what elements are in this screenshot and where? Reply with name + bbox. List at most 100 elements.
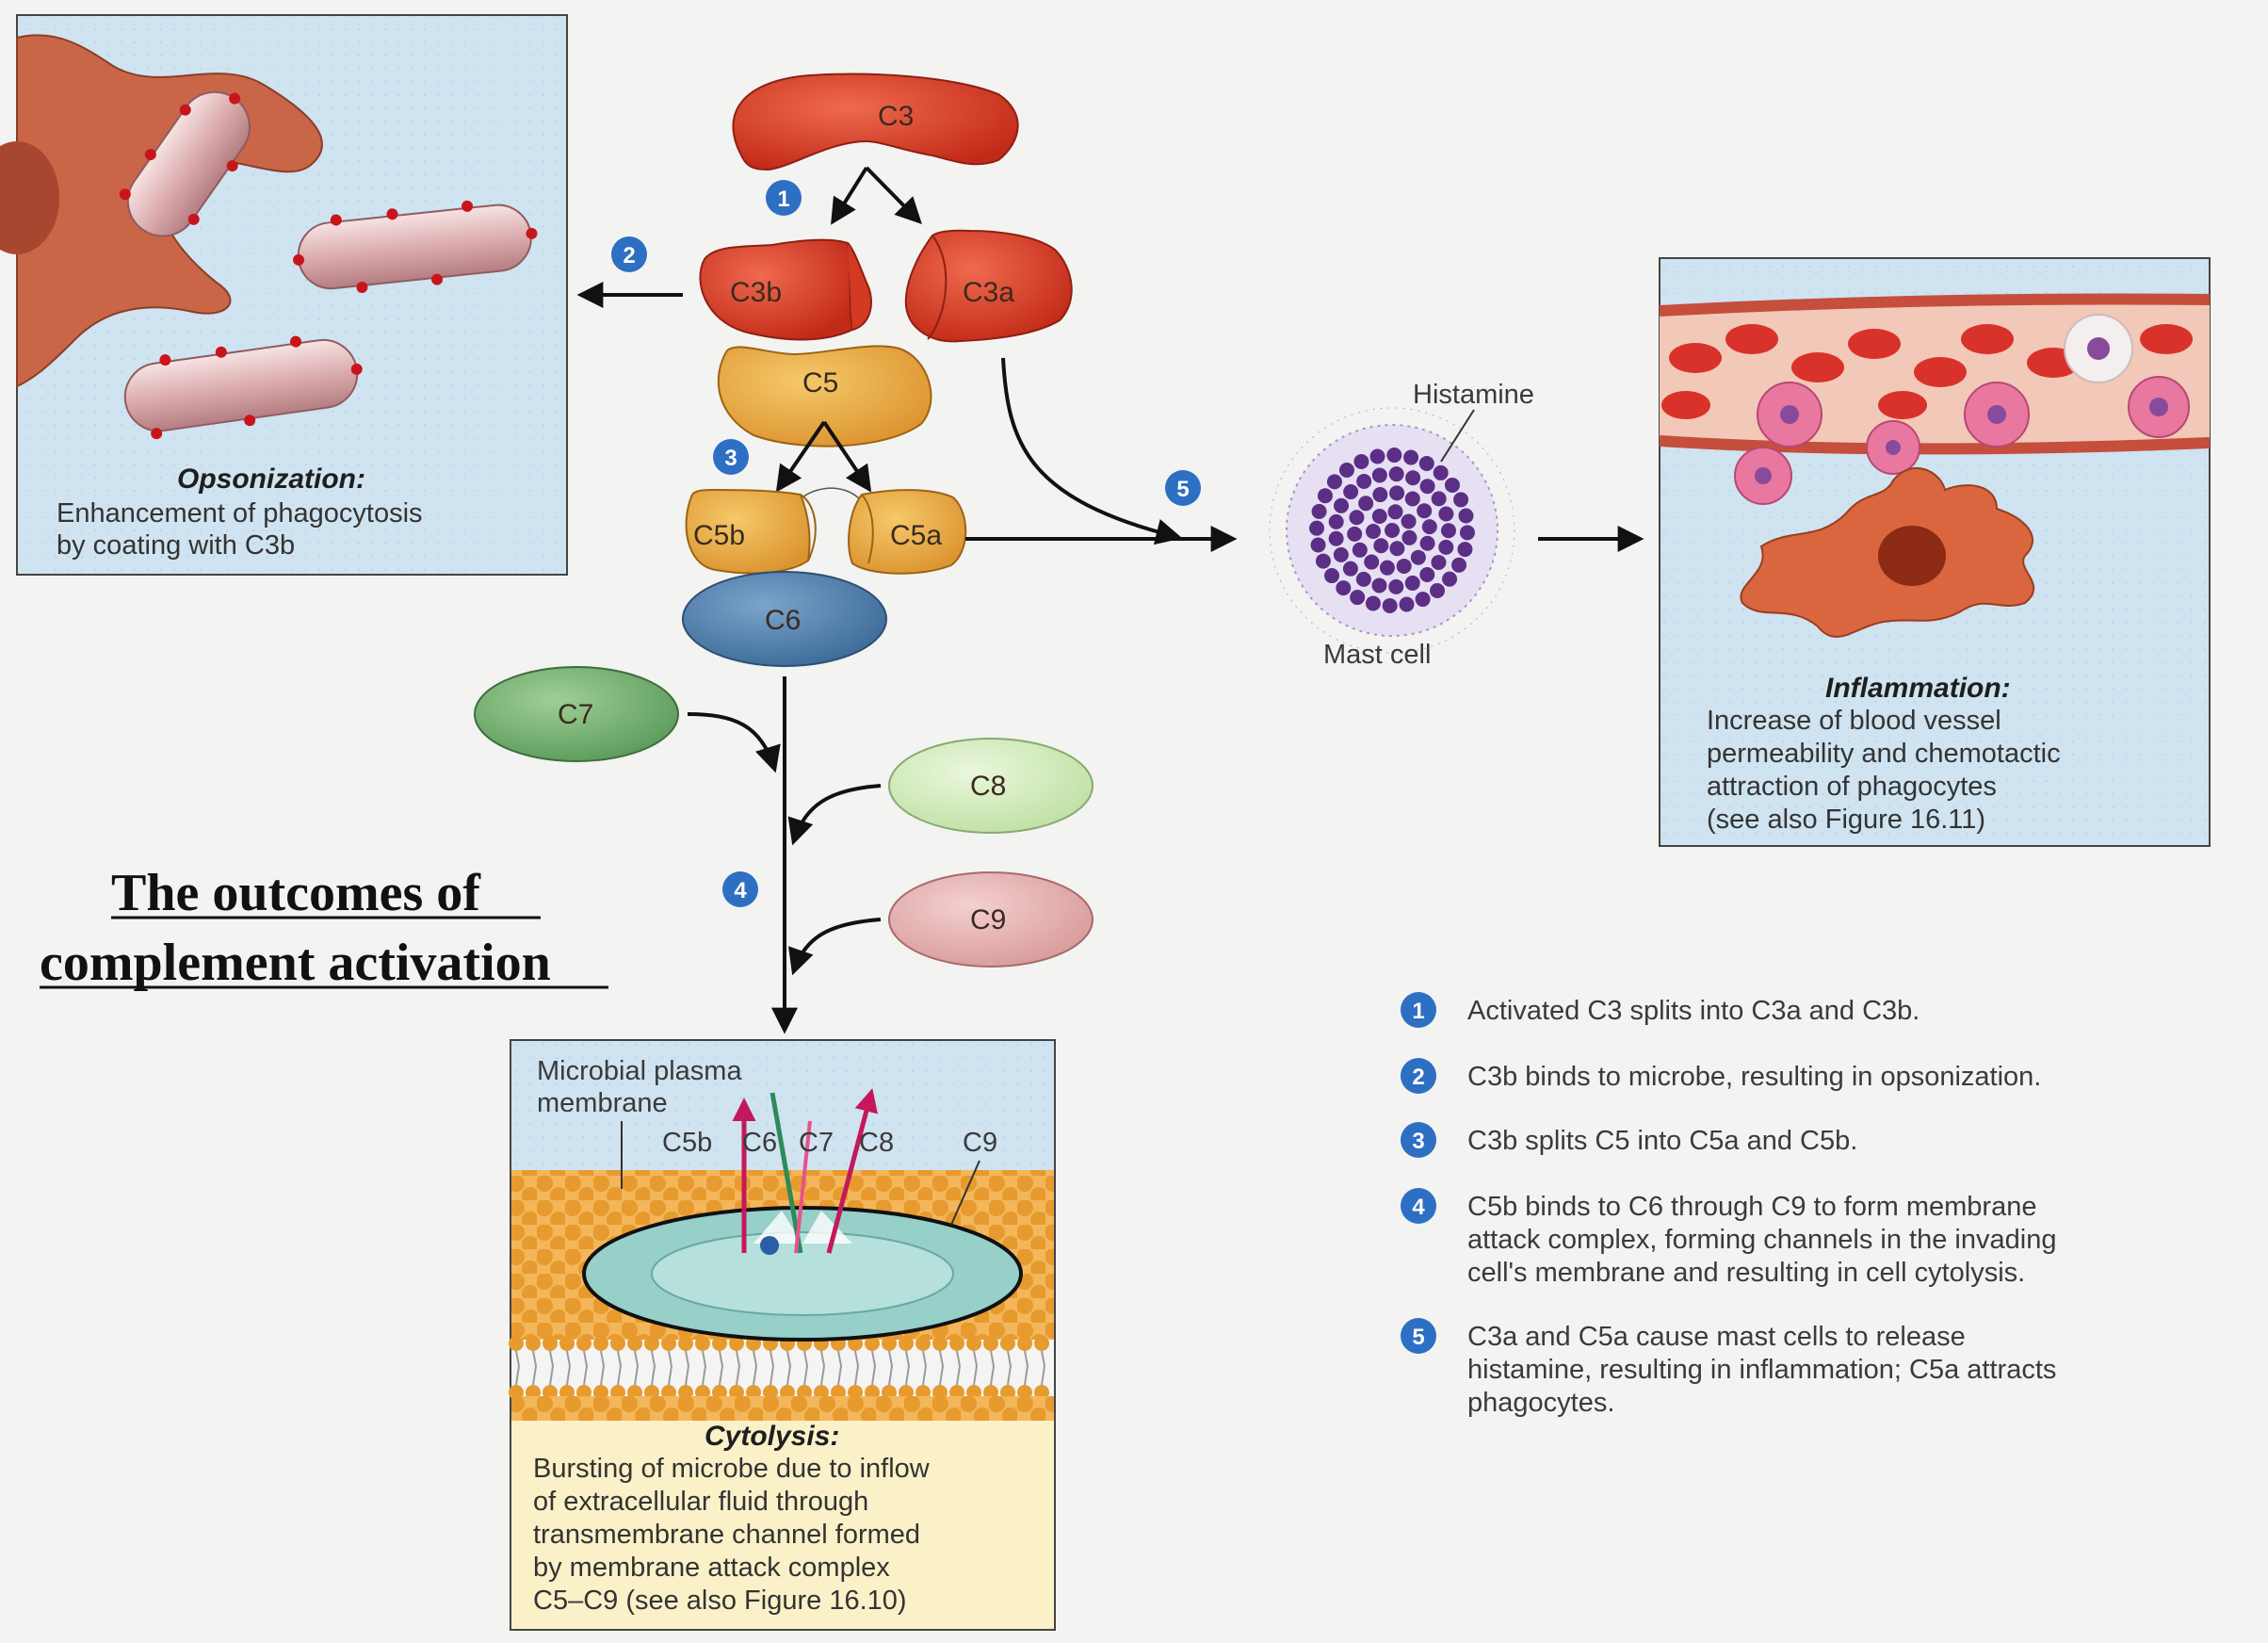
cytolysis-line-5: C5–C9 (see also Figure 16.10) <box>533 1586 907 1616</box>
cytolysis-panel: Microbial plasma membrane C5b C6 C7 C8 C… <box>509 1039 1056 1631</box>
granule <box>1458 508 1474 524</box>
granule <box>1315 553 1331 569</box>
legend-item-4: 4 C5b binds to C6 through C9 to form memb… <box>1401 1188 2056 1288</box>
mac-label-c9: C9 <box>963 1128 997 1158</box>
granule <box>1421 519 1437 535</box>
granule <box>1353 453 1369 469</box>
granule <box>1369 448 1385 464</box>
c6-label: C6 <box>765 605 801 636</box>
c5b-molecule <box>685 488 811 575</box>
granule <box>1401 529 1418 545</box>
step-badge-3: 3 <box>713 439 749 475</box>
step-badge-1: 1 <box>766 180 802 216</box>
legend-badge-number: 1 <box>1412 999 1424 1024</box>
opsonization-panel: Opsonization: Enhancement of phagocytosi… <box>0 14 568 576</box>
granule <box>1438 539 1454 555</box>
arrow-c8-join <box>787 784 882 846</box>
legend-badge-number: 3 <box>1412 1129 1424 1154</box>
bacterium-coated-1 <box>119 90 251 237</box>
c3a-molecule <box>904 229 1073 343</box>
granule <box>1433 464 1449 480</box>
c3b-molecule <box>699 238 854 341</box>
membrane-label-1: Microbial plasma <box>537 1056 742 1086</box>
legend-badge <box>1401 992 1436 1028</box>
granule <box>1444 477 1460 493</box>
granule <box>1343 484 1359 500</box>
arrow-c5-to-c5a <box>822 420 872 493</box>
title-line-2: complement activation <box>40 934 551 992</box>
fluid-inflow-arrow-4 <box>794 1120 812 1254</box>
legend-badge-number: 4 <box>1412 1195 1425 1220</box>
granule <box>1431 554 1447 570</box>
inflammation-panel: Inflammation: Increase of blood vessel p… <box>1659 257 2211 847</box>
granule <box>1440 523 1456 539</box>
mast-cell-label: Mast cell <box>1323 640 1431 670</box>
granule <box>1457 542 1473 558</box>
histamine-granules <box>1309 447 1475 613</box>
legend-badge <box>1401 1318 1436 1354</box>
granule <box>1419 567 1435 583</box>
bacterium-coated-3 <box>123 335 363 440</box>
granule <box>1379 560 1395 576</box>
legend-badge <box>1401 1188 1436 1224</box>
granule <box>1334 497 1350 513</box>
opsonization-line-1: Enhancement of phagocytosis <box>57 498 423 529</box>
granule <box>1365 595 1381 611</box>
granule <box>1382 597 1398 613</box>
arrow-c3a-to-mast-cell <box>1001 357 1183 545</box>
legend-text: histamine, resulting in inflammation; C5… <box>1467 1355 2056 1385</box>
mac-label-c6: C6 <box>742 1128 777 1158</box>
legend-text: cell's membrane and resulting in cell cy… <box>1467 1258 2025 1288</box>
granule <box>1350 590 1366 606</box>
granule <box>1311 503 1327 519</box>
granule <box>1358 496 1374 512</box>
granule <box>1356 473 1372 489</box>
step-badge-2: 2 <box>611 236 647 272</box>
granule <box>1309 520 1325 536</box>
inflammation-line-4: (see also Figure 16.11) <box>1707 805 1985 835</box>
legend-item-2: 2 C3b binds to microbe, resulting in opso… <box>1401 1058 2041 1094</box>
cytolysis-line-1: Bursting of microbe due to inflow <box>533 1454 931 1484</box>
granule <box>1438 506 1454 522</box>
granule <box>1403 449 1419 465</box>
svg-text:2: 2 <box>623 243 635 268</box>
mac-label-c7: C7 <box>799 1128 834 1158</box>
granule <box>1328 513 1344 529</box>
granule <box>1410 549 1426 565</box>
arrow-c7-join <box>687 712 781 773</box>
granule <box>1324 568 1340 584</box>
granule <box>1364 554 1380 570</box>
c5-molecule <box>717 345 932 447</box>
arrow-c5-to-c5b <box>775 420 826 493</box>
arrow-c3-to-c3a <box>865 166 922 224</box>
granule <box>1453 492 1469 508</box>
granule <box>1372 487 1388 503</box>
mac-label-c8: C8 <box>859 1128 894 1158</box>
histamine-pointer <box>1440 409 1475 463</box>
cytolysis-line-2: of extracellular fluid through <box>533 1487 868 1517</box>
granule <box>1326 474 1342 490</box>
legend-badge-number: 5 <box>1412 1325 1424 1350</box>
red-blood-cells <box>1661 324 2193 419</box>
inflammation-line-3: attraction of phagocytes <box>1707 772 1997 802</box>
granule <box>1388 578 1404 594</box>
svg-text:5: 5 <box>1176 477 1189 502</box>
step-badge-4: 4 <box>722 871 758 907</box>
granule <box>1355 571 1371 587</box>
inflammation-title: Inflammation: <box>1825 673 2011 704</box>
legend-text: Activated C3 splits into C3a and C3b. <box>1467 996 1920 1026</box>
legend-text: C3a and C5a cause mast cells to release <box>1467 1322 1966 1352</box>
legend-badge-number: 2 <box>1412 1065 1424 1090</box>
legend-text: C5b binds to C6 through C9 to form membr… <box>1467 1192 2036 1222</box>
svg-text:3: 3 <box>724 446 737 471</box>
title-line-1: The outcomes of <box>111 864 481 922</box>
c5-label: C5 <box>802 367 838 399</box>
c3b-label: C3b <box>730 277 782 308</box>
legend-badge <box>1401 1122 1436 1158</box>
granule <box>1338 463 1354 479</box>
legend-text: C3b binds to microbe, resulting in opson… <box>1467 1062 2041 1092</box>
legend-text: phagocytes. <box>1467 1388 1614 1418</box>
c8-molecule <box>888 738 1094 834</box>
neutrophils <box>1734 314 2190 505</box>
